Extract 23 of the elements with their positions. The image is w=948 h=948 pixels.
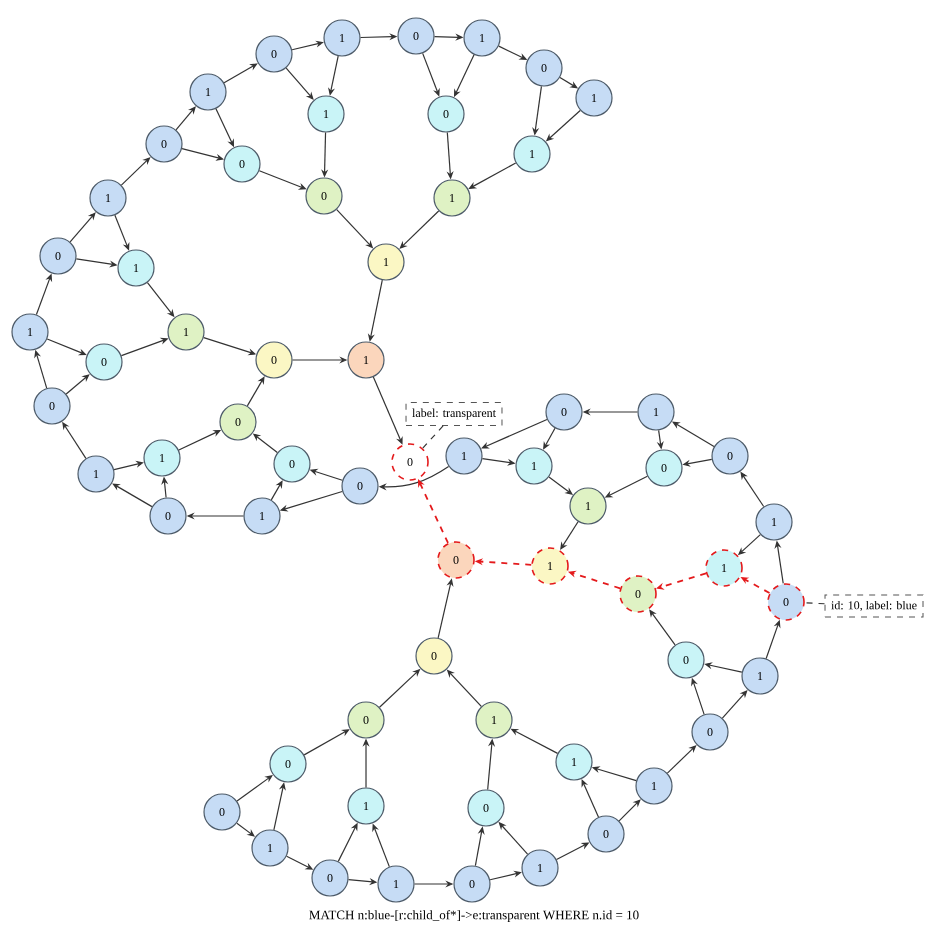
arrow xyxy=(649,609,676,646)
arrow xyxy=(113,460,144,471)
arrow xyxy=(656,572,707,590)
arrow xyxy=(65,374,90,395)
arrow xyxy=(69,212,96,243)
arrow xyxy=(581,779,600,818)
arrow xyxy=(672,421,715,448)
arrow xyxy=(246,376,265,407)
arrow xyxy=(418,479,449,544)
arrow xyxy=(223,63,258,84)
arrow xyxy=(285,67,314,100)
arrow xyxy=(543,427,556,450)
arrow xyxy=(112,483,153,508)
arrow xyxy=(175,106,196,131)
arrow xyxy=(303,729,350,756)
leader-line xyxy=(422,425,444,449)
arrow xyxy=(618,799,641,822)
arrow xyxy=(481,418,548,449)
arrow xyxy=(291,40,324,51)
leader-line xyxy=(804,602,826,605)
arrow xyxy=(181,148,224,161)
arrow xyxy=(489,870,522,881)
arrow xyxy=(270,480,283,501)
